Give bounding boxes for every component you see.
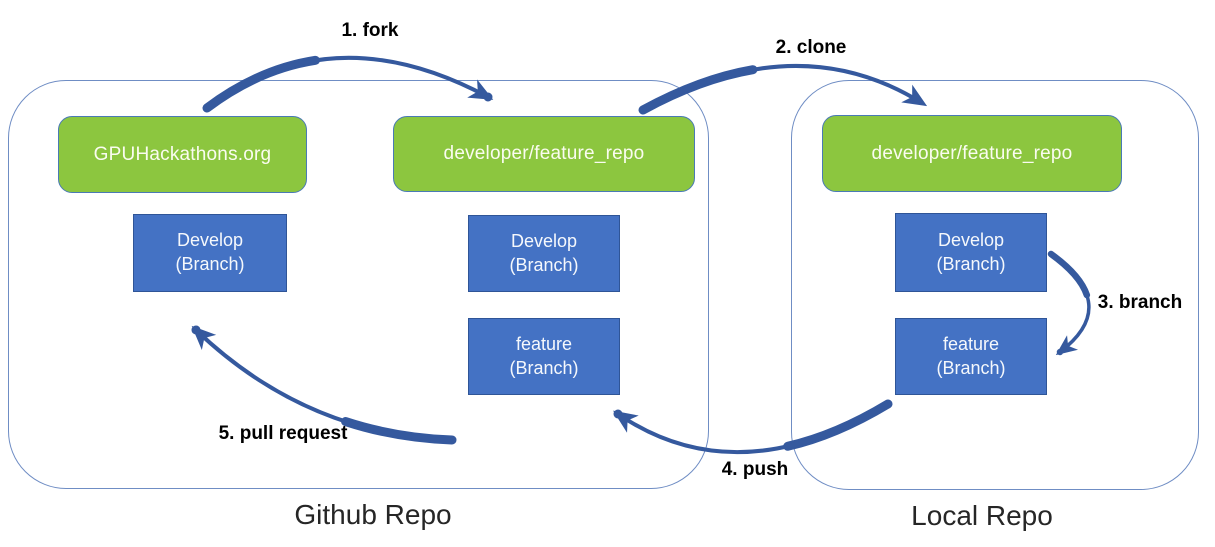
branch-kind: (Branch) bbox=[509, 254, 579, 275]
upstream-repo-box: GPUHackathons.org bbox=[58, 116, 307, 193]
local-repo-container bbox=[791, 80, 1199, 490]
step-label-pull-request: 5. pull request bbox=[218, 423, 348, 444]
fork-develop-branch-box: Develop (Branch) bbox=[468, 215, 620, 292]
forked-repo-box: developer/feature_repo bbox=[393, 116, 695, 192]
local-repo-caption: Local Repo bbox=[911, 500, 1053, 531]
branch-kind: (Branch) bbox=[175, 254, 245, 274]
forked-repo-label: developer/feature_repo bbox=[443, 143, 645, 164]
branch-kind: (Branch) bbox=[936, 357, 1006, 378]
local-feature-branch-box: feature (Branch) bbox=[895, 318, 1047, 395]
branch-kind: (Branch) bbox=[509, 357, 579, 378]
github-develop-branch-box: Develop (Branch) bbox=[133, 214, 287, 292]
branch-name: Develop bbox=[937, 229, 1005, 250]
local-develop-branch-box: Develop (Branch) bbox=[895, 213, 1047, 292]
fork-feature-branch-box: feature (Branch) bbox=[468, 318, 620, 395]
branch-name: Develop bbox=[176, 230, 244, 251]
cloned-repo-box: developer/feature_repo bbox=[822, 115, 1122, 192]
branch-name: Develop bbox=[510, 230, 578, 251]
branch-kind: (Branch) bbox=[936, 253, 1006, 274]
upstream-repo-label: GPUHackathons.org bbox=[93, 143, 272, 165]
step-label-clone: 2. clone bbox=[775, 37, 847, 58]
cloned-repo-label: developer/feature_repo bbox=[871, 142, 1073, 164]
github-repo-caption: Github Repo bbox=[294, 499, 452, 530]
branch-name: feature bbox=[942, 333, 1000, 354]
branch-name: feature bbox=[515, 333, 573, 354]
step-label-push: 4. push bbox=[721, 459, 789, 480]
step-label-fork: 1. fork bbox=[341, 20, 399, 41]
step-label-branch: 3. branch bbox=[1097, 292, 1183, 313]
